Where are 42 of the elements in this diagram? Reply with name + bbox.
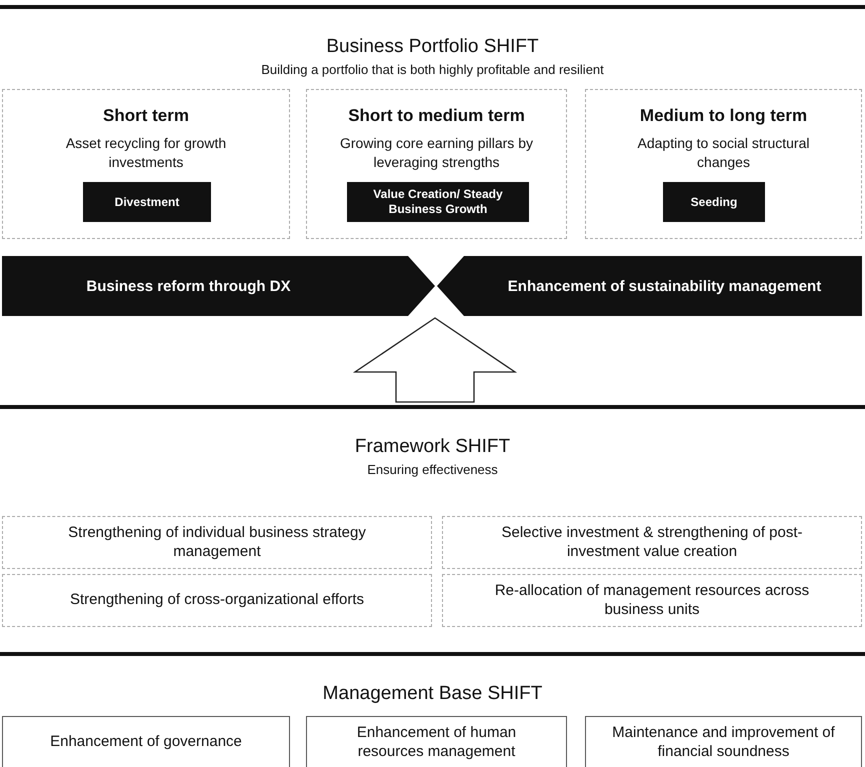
section-subtitle: Ensuring effectiveness bbox=[367, 462, 498, 477]
card-heading: Medium to long term bbox=[638, 105, 808, 127]
dashed-box bbox=[2, 516, 432, 569]
card-heading: Short term bbox=[102, 105, 190, 127]
tag-text: Divestment bbox=[114, 194, 180, 210]
banner-text: Enhancement of sustainability management bbox=[508, 278, 822, 294]
dashed-panel bbox=[2, 89, 290, 239]
dashed-box bbox=[2, 574, 432, 627]
process-box bbox=[306, 716, 567, 767]
section-title: Business Portfolio SHIFT bbox=[326, 36, 539, 58]
label-box bbox=[83, 182, 211, 222]
box-text: Enhancement of governance bbox=[50, 733, 242, 752]
card-text: Growing core earning pillars by leveraging strengths bbox=[339, 134, 534, 172]
section-title: Management Base SHIFT bbox=[322, 683, 542, 705]
label-box bbox=[347, 182, 529, 222]
box-text: Enhancement of human resources management bbox=[356, 724, 518, 762]
dashed-panel bbox=[306, 89, 567, 239]
box-text: Re-allocation of management resources across business units bbox=[494, 582, 810, 620]
process-box bbox=[585, 716, 862, 767]
section-band bbox=[0, 405, 865, 630]
box-text: Strengthening of cross-organizational efforts bbox=[70, 591, 364, 610]
box-text: Strengthening of individual business strategy management bbox=[67, 524, 367, 562]
tag-text: Seeding bbox=[690, 194, 738, 210]
banner-shape bbox=[437, 256, 862, 316]
block-arrow bbox=[352, 317, 518, 403]
card-text: Asset recycling for growth investments bbox=[64, 134, 228, 172]
label-box bbox=[663, 182, 765, 222]
box-text: Maintenance and improvement of financial soundness bbox=[611, 724, 836, 762]
section-band bbox=[0, 5, 865, 315]
banner-text: Business reform through DX bbox=[86, 278, 291, 294]
section-band bbox=[0, 652, 865, 767]
card-text: Adapting to social structural changes bbox=[636, 134, 810, 172]
dashed-box bbox=[442, 516, 862, 569]
process-box bbox=[2, 716, 290, 767]
card-heading: Short to medium term bbox=[347, 105, 526, 127]
box-text: Selective investment & strengthening of post-investment value creation bbox=[500, 524, 804, 562]
section-title: Framework SHIFT bbox=[354, 436, 510, 458]
tag-text: Value Creation/ Steady Business Growth bbox=[372, 187, 504, 217]
dashed-panel bbox=[585, 89, 862, 239]
section-subtitle: Building a portfolio that is both highly profitable and resilient bbox=[261, 62, 604, 77]
banner-shape bbox=[2, 256, 435, 316]
dashed-box bbox=[442, 574, 862, 627]
